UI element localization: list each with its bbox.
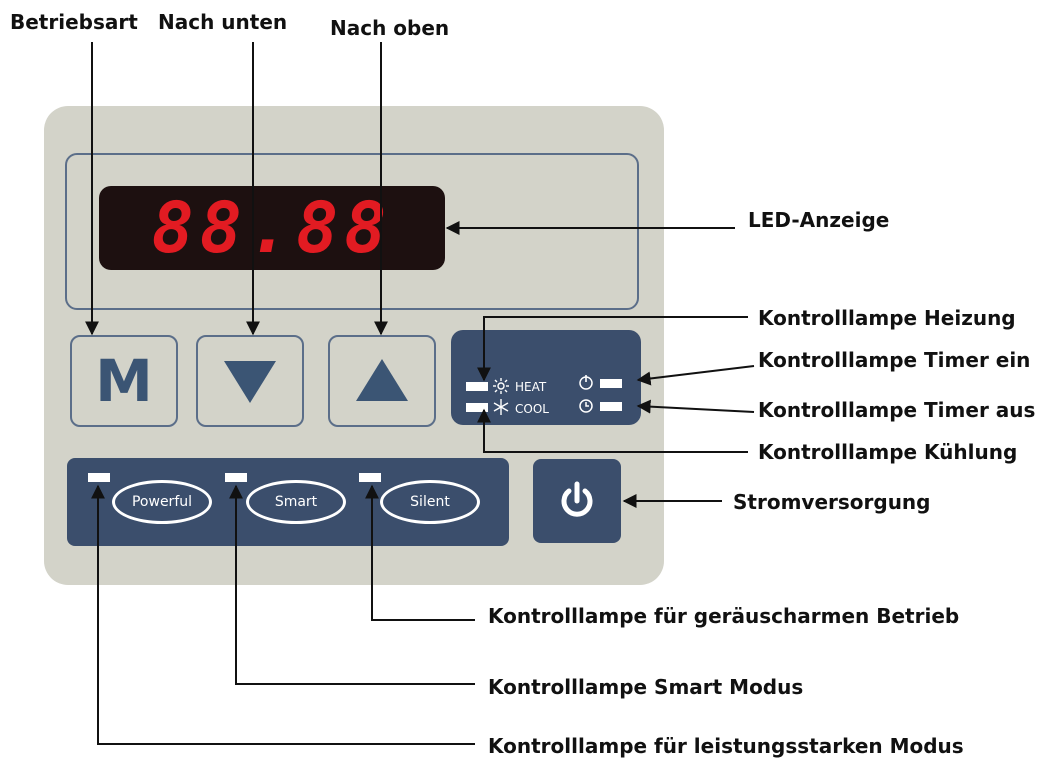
led-digits: 88.88 [151, 187, 393, 269]
arrow-powerful-lamp [91, 484, 475, 745]
heat-lamp [466, 382, 488, 391]
power-button[interactable] [533, 459, 621, 543]
label-power-supply: Stromversorgung [733, 490, 931, 514]
snowflake-icon [493, 399, 509, 415]
up-button[interactable] [328, 335, 436, 427]
label-smart-lamp: Kontrolllampe Smart Modus [488, 675, 804, 699]
arrow-heat-lamp [477, 316, 748, 382]
label-heat-lamp: Kontrolllampe Heizung [758, 306, 1016, 330]
label-powerful-lamp: Kontrolllampe für leistungsstarken Modus [488, 734, 964, 758]
mode-button[interactable]: M [70, 335, 178, 427]
label-down: Nach unten [158, 10, 288, 34]
display-frame [65, 153, 639, 310]
cool-text: COOL [515, 402, 549, 416]
triangle-down-icon [224, 361, 276, 403]
label-up: Nach oben [330, 16, 450, 40]
timer-off-lamp [600, 402, 622, 411]
silent-lamp [359, 473, 381, 482]
power-icon [561, 481, 593, 517]
cool-lamp [466, 403, 488, 412]
arrow-timer-off [636, 399, 755, 414]
triangle-up-icon [356, 359, 408, 401]
powerful-button[interactable]: Powerful [112, 480, 212, 524]
arrow-timer-on [636, 365, 755, 386]
arrow-cool-lamp [477, 408, 748, 453]
label-mode: Betriebsart [10, 10, 138, 34]
clock-off-icon [579, 399, 593, 413]
label-timer-off-lamp: Kontrolllampe Timer aus [758, 398, 1036, 422]
led-display: 88.88 [99, 186, 445, 270]
label-cool-lamp: Kontrolllampe Kühlung [758, 440, 1018, 464]
mode-button-label: M [95, 347, 153, 415]
heat-text: HEAT [515, 380, 547, 394]
silent-button[interactable]: Silent [380, 480, 480, 524]
label-silent-lamp: Kontrolllampe für geräuscharmen Betrieb [488, 604, 960, 628]
label-timer-on-lamp: Kontrolllampe Timer ein [758, 348, 1031, 372]
timer-on-lamp [600, 379, 622, 388]
down-button[interactable] [196, 335, 304, 427]
smart-lamp [225, 473, 247, 482]
arrow-silent-lamp [365, 484, 475, 621]
clock-on-icon [579, 375, 593, 390]
sun-icon [493, 378, 509, 394]
powerful-lamp [88, 473, 110, 482]
label-led-display: LED-Anzeige [748, 208, 890, 232]
arrow-smart-lamp [229, 484, 475, 685]
smart-button[interactable]: Smart [246, 480, 346, 524]
